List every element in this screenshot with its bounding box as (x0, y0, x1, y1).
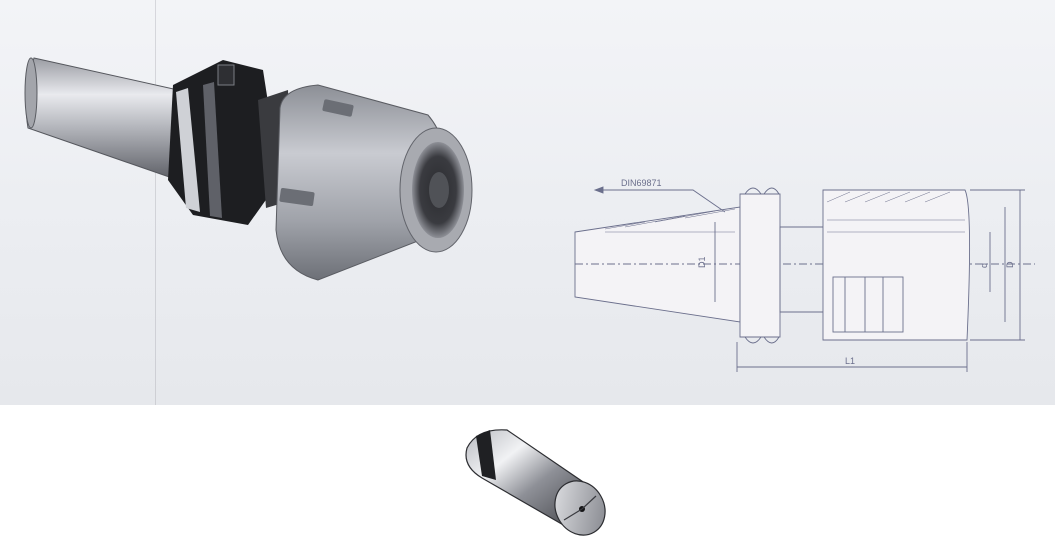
collet-photo (465, 429, 606, 536)
dimension-D: D (1005, 261, 1015, 268)
technical-drawing: DIN69871 L1 D1 d D (574, 178, 1035, 372)
dimension-d1: D1 (697, 256, 707, 268)
taper-label: DIN69871 (621, 178, 662, 188)
tool-holder-photo (24, 57, 473, 281)
dimension-d: d (979, 263, 989, 268)
page-crease (155, 0, 156, 405)
catalog-scan: DIN69871 L1 D1 d D (0, 0, 1055, 405)
taper-shank (25, 57, 179, 181)
dimension-l1: L1 (845, 356, 855, 366)
